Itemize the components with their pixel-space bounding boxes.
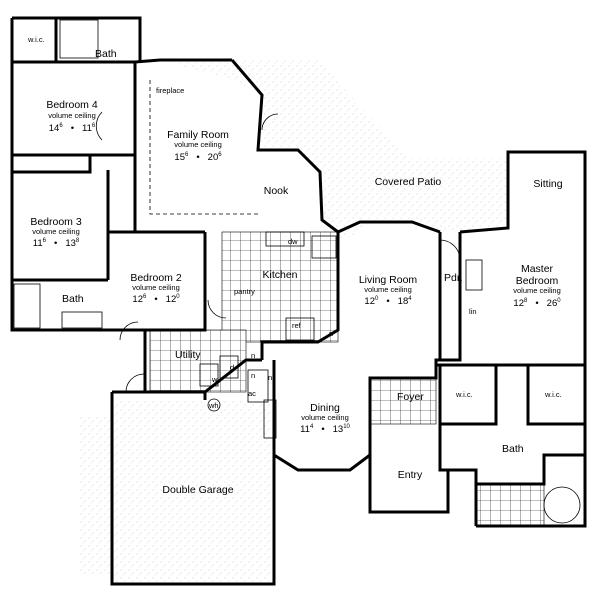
- living-room-ceiling: volume ceiling: [364, 285, 412, 294]
- n-label-2: n: [251, 371, 255, 380]
- wic-master1-label: w.i.c.: [455, 390, 473, 399]
- fireplace-label: fireplace: [156, 86, 184, 95]
- master-ceiling: volume ceiling: [513, 286, 561, 295]
- foyer-label: Foyer: [397, 391, 424, 403]
- ref-label: ref: [292, 321, 302, 330]
- wh-label: wh: [208, 401, 219, 410]
- bedroom2-dims: 126•120: [132, 294, 180, 305]
- patio-floor: [160, 60, 510, 240]
- bedroom3-ceiling: volume ceiling: [32, 227, 80, 236]
- living-room-dims: 120•184: [364, 296, 412, 307]
- wic-master2-label: w.i.c.: [544, 390, 562, 399]
- utility-label: Utility: [175, 349, 201, 361]
- pdr-label: Pdr.: [444, 272, 463, 284]
- bath-top-label: Bath: [95, 48, 117, 60]
- entry-label: Entry: [398, 469, 423, 481]
- dryer-label: d: [230, 363, 234, 372]
- bedroom4-dims: 146•116: [49, 123, 96, 134]
- wic-top-label: w.i.c.: [27, 35, 45, 44]
- bedroom2-ceiling: volume ceiling: [132, 283, 180, 292]
- family-room-name: Family Room: [167, 129, 229, 141]
- sitting-label: Sitting: [533, 178, 562, 190]
- nook-label: Nook: [264, 185, 289, 197]
- bedroom3-name: Bedroom 3: [30, 216, 82, 228]
- dw-label: dw: [288, 237, 298, 246]
- bedroom3-dims: 116•138: [33, 238, 80, 249]
- garage-floor: [112, 400, 274, 582]
- master-dims: 128•260: [513, 298, 561, 309]
- family-room-ceiling: volume ceiling: [174, 140, 222, 149]
- garage-side-floor: [80, 415, 112, 575]
- dining-ceiling: volume ceiling: [301, 413, 349, 422]
- utility-tile: [149, 329, 247, 393]
- ac-label: ac: [248, 389, 256, 398]
- master-bath-tile: [475, 483, 545, 527]
- n-label-4: n: [268, 373, 272, 382]
- n-label-1: n: [251, 351, 255, 360]
- bedroom4-ceiling: volume ceiling: [48, 111, 96, 120]
- kitchen-label: Kitchen: [262, 269, 297, 281]
- walls: [10, 16, 587, 586]
- pantry-label: pantry: [234, 287, 255, 296]
- master-name2: Bedroom: [516, 275, 559, 287]
- dining-name: Dining: [310, 402, 340, 414]
- lin-label: lin: [469, 307, 477, 316]
- garage-label: Double Garage: [162, 484, 233, 496]
- living-room-name: Living Room: [359, 274, 418, 286]
- master-name: Master: [521, 263, 554, 275]
- washer-label: w: [211, 375, 218, 384]
- bath-left-label: Bath: [62, 293, 84, 305]
- patio-label: Covered Patio: [375, 176, 442, 188]
- kitchen-tile: [221, 231, 339, 343]
- details: [13, 19, 581, 524]
- n-label-3: n: [329, 329, 333, 338]
- dining-dims: 114•1310: [300, 424, 350, 435]
- bedroom4-name: Bedroom 4: [46, 99, 98, 111]
- bath-master-label: Bath: [502, 443, 524, 455]
- family-room-dims: 156•206: [174, 152, 222, 163]
- bedroom2-name: Bedroom 2: [130, 272, 182, 284]
